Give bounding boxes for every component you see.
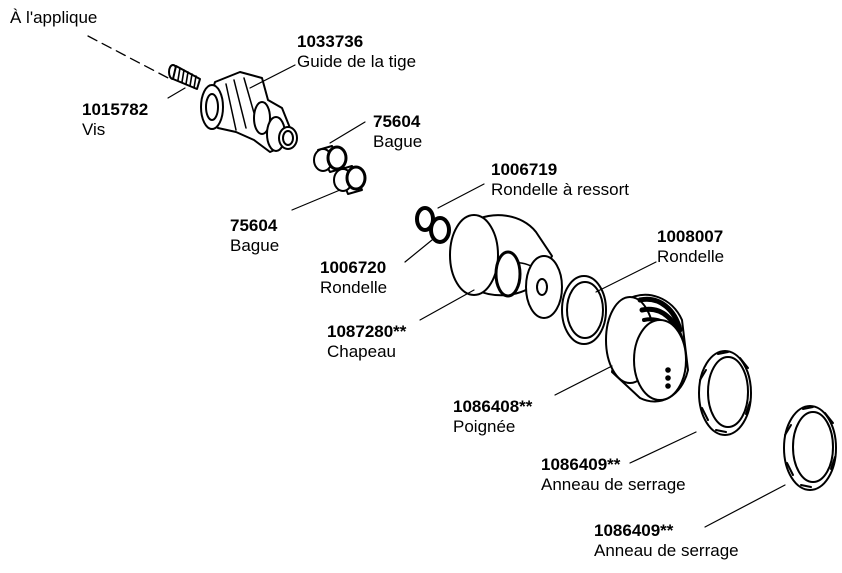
part-number: 1086408**	[453, 397, 533, 416]
part-label-bague-2: 75604 Bague	[230, 216, 279, 256]
handle-part	[605, 293, 689, 403]
part-number: 1086409**	[541, 455, 621, 474]
washer-small-part	[429, 216, 451, 244]
part-number: 1008007	[657, 227, 724, 246]
part-name: Bague	[373, 132, 423, 151]
part-name: Vis	[82, 120, 106, 139]
part-name: Chapeau	[327, 342, 397, 361]
part-number: 1087280**	[327, 322, 407, 341]
washer-large-part	[561, 275, 607, 345]
part-number: 75604	[373, 112, 421, 131]
bushing-part-2	[333, 165, 367, 195]
part-name: Poignée	[453, 417, 516, 436]
part-name: Rondelle à ressort	[491, 180, 629, 199]
part-label-anneau-1: 1086409** Anneau de serrage	[541, 455, 686, 495]
locking-ring-part-2	[783, 405, 837, 491]
part-label-rondelle-ressort: 1006719 Rondelle à ressort	[491, 160, 629, 200]
part-name: Bague	[230, 236, 280, 255]
part-name: Rondelle	[657, 247, 725, 266]
part-number: 1086409**	[594, 521, 674, 540]
part-label-bague-1: 75604 Bague	[373, 112, 422, 152]
stem-guide-part	[200, 71, 298, 153]
part-label-anneau-2: 1086409** Anneau de serrage	[594, 521, 739, 561]
part-number: 1006719	[491, 160, 558, 179]
locking-ring-part-1	[698, 350, 752, 436]
part-number: 1006720	[320, 258, 387, 277]
part-name: Rondelle	[320, 278, 388, 297]
part-number: 75604	[230, 216, 278, 235]
part-label-rondelle-2: 1008007 Rondelle	[657, 227, 724, 267]
part-name: Anneau de serrage	[594, 541, 739, 560]
spring-washer-part	[415, 206, 435, 232]
leader-lines	[167, 64, 786, 528]
screw-part	[168, 64, 201, 90]
wall-note: À l'applique	[10, 8, 98, 27]
part-number: 1033736	[297, 32, 364, 51]
part-label-poignee: 1086408** Poignée	[453, 397, 532, 437]
part-label-vis: 1015782 Vis	[82, 100, 148, 140]
part-label-guide: 1033736 Guide de la tige	[297, 32, 416, 72]
bonnet-part	[449, 214, 563, 319]
part-label-rondelle-1: 1006720 Rondelle	[320, 258, 387, 298]
part-label-chapeau: 1087280** Chapeau	[327, 322, 406, 362]
part-name: Guide de la tige	[297, 52, 417, 71]
part-name: Anneau de serrage	[541, 475, 686, 494]
wall-dashed-line	[87, 35, 173, 81]
part-number: 1015782	[82, 100, 149, 119]
